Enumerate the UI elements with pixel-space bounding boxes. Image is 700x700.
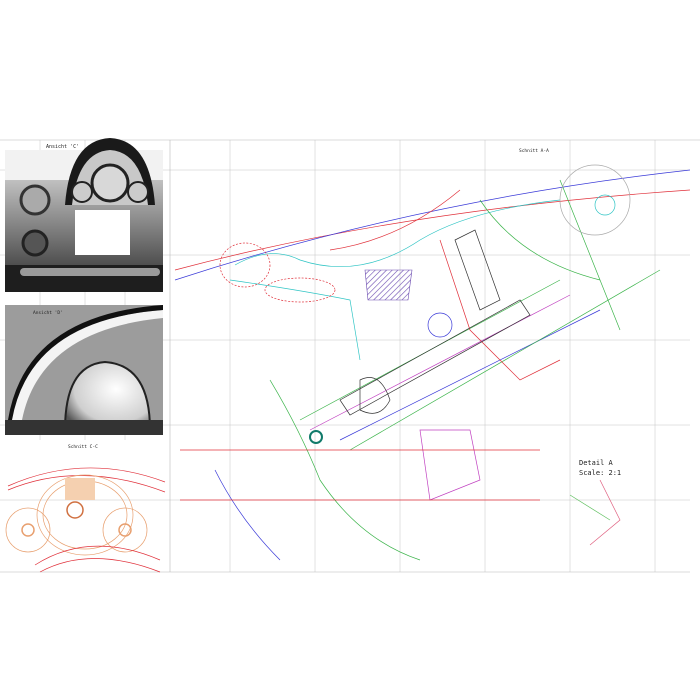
contour-line — [229, 279, 361, 361]
contour-line — [174, 169, 691, 281]
section-c-gauge-drawing: Schnitt C-C — [5, 444, 166, 573]
contour-line — [569, 494, 611, 521]
contour-line — [214, 469, 281, 561]
section-a-title: Schnitt A-A — [519, 148, 549, 154]
annotation-cloud — [264, 277, 336, 303]
view-c-title: Ansicht 'C' — [46, 144, 79, 150]
contour-line — [559, 179, 621, 331]
view-d-render: Ansicht 'D' — [5, 305, 163, 435]
part-outline — [359, 377, 391, 414]
contour-line — [269, 379, 421, 561]
bore-circle — [309, 430, 323, 444]
contour-line — [339, 309, 601, 441]
view-c-render: Ansicht 'C' — [5, 138, 163, 292]
contour-line — [419, 429, 481, 501]
part-outline — [454, 229, 501, 311]
view-d-title: Ansicht 'D' — [33, 310, 63, 316]
detail-a-scale: Scale: 2:1 — [579, 469, 621, 477]
detail-a-title: Detail A — [579, 459, 614, 467]
contour-line — [234, 199, 561, 268]
contour-line — [329, 189, 461, 251]
detail-circle — [559, 164, 631, 236]
contour-line — [589, 479, 621, 546]
contour-line — [479, 199, 601, 281]
part-outline — [339, 299, 531, 416]
contour-line — [439, 239, 561, 381]
detail-circle — [594, 194, 616, 216]
section-c-title: Schnitt C-C — [68, 444, 98, 450]
annotation-cloud — [219, 242, 271, 288]
contour-circle — [427, 312, 453, 338]
hatched-part — [364, 269, 413, 301]
section-a-contours — [174, 164, 691, 561]
contour-line — [309, 294, 571, 431]
